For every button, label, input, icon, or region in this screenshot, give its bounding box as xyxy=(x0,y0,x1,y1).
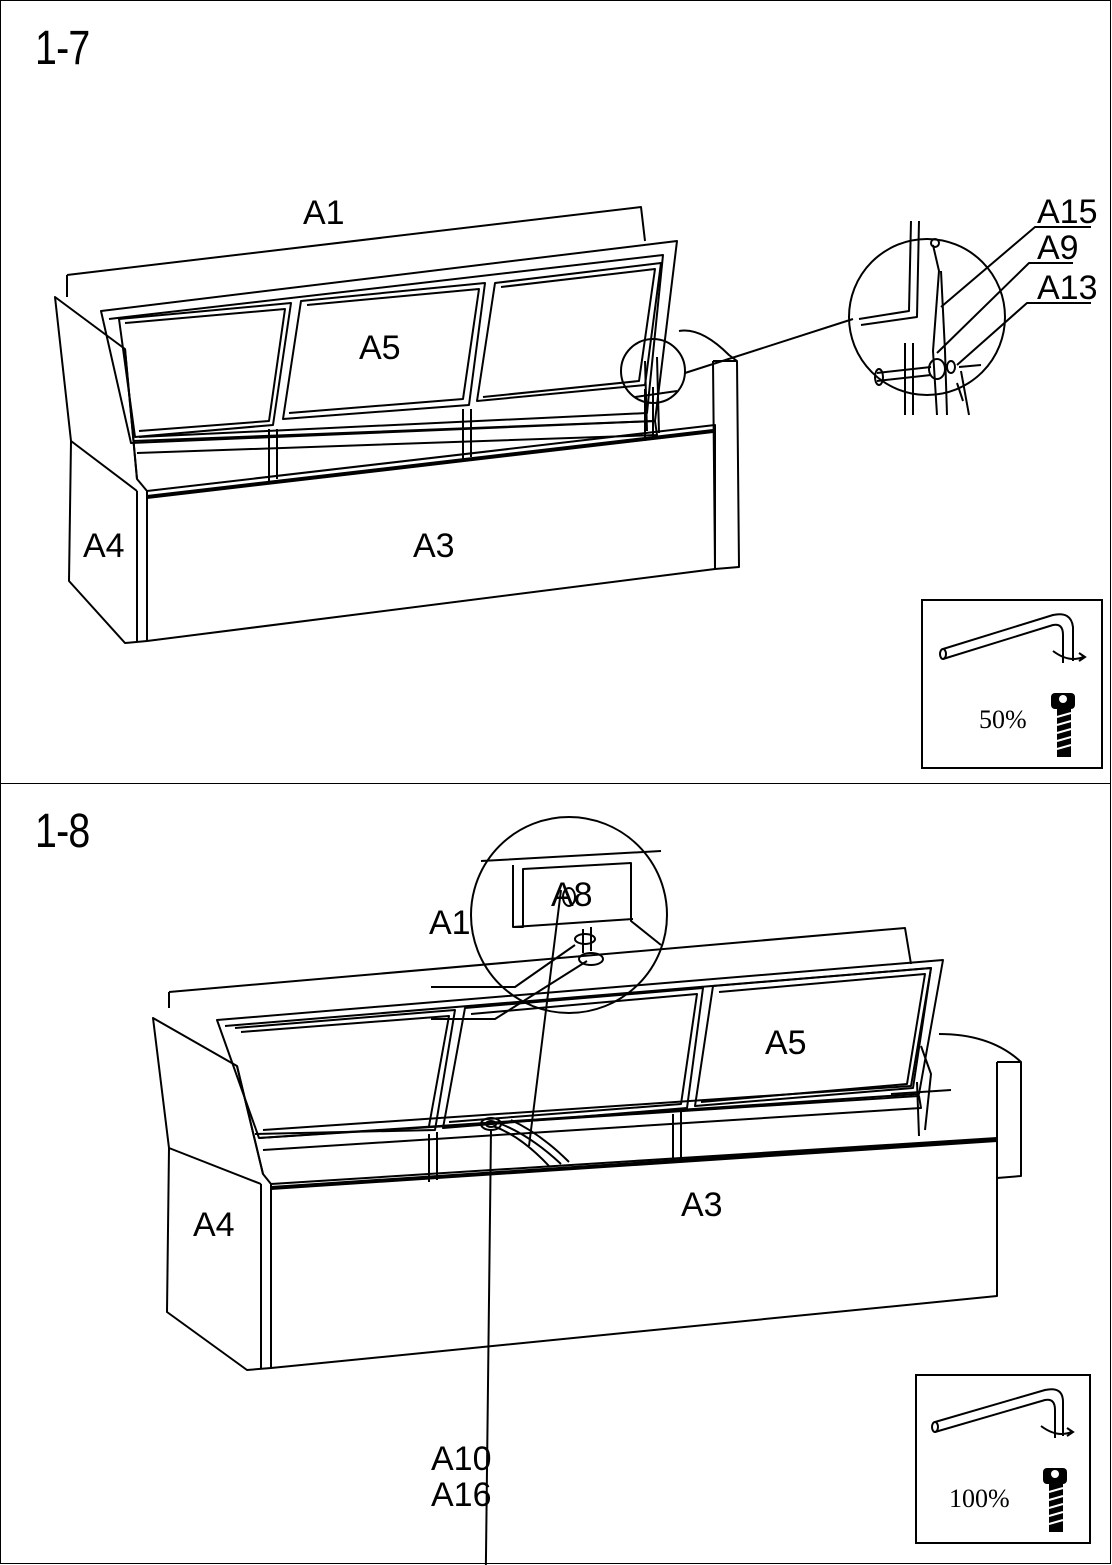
bench-assembly-drawing: A1 A5 A3 A4 A15 A9 A13 xyxy=(54,193,1098,644)
callout-leader-a16 xyxy=(431,960,588,1020)
callout-leader-a8 xyxy=(528,889,562,1147)
label-a5: A5 xyxy=(359,329,401,367)
callout-leader-a15 xyxy=(940,226,1091,308)
bolt-icon xyxy=(1043,1468,1067,1532)
step-panel-1-8: 1-8 xyxy=(0,783,1111,1565)
bolt-icon xyxy=(1051,693,1075,757)
callout-a15: A15 xyxy=(1037,193,1098,231)
callout-leader-a13 xyxy=(956,302,1091,366)
label-a4: A4 xyxy=(193,1206,235,1244)
callout-leader-a9 xyxy=(936,262,1073,354)
label-a3: A3 xyxy=(681,1186,723,1224)
hex-key-icon xyxy=(939,613,1087,757)
callout-a16: A16 xyxy=(431,1476,492,1514)
label-a5: A5 xyxy=(765,1024,807,1062)
step-number: 1-8 xyxy=(35,805,90,858)
callout-a9: A9 xyxy=(1037,229,1079,267)
front-panel xyxy=(270,1137,998,1369)
label-a1: A1 xyxy=(429,904,471,942)
callout-a13: A13 xyxy=(1037,269,1098,307)
callout-leader-a10 xyxy=(431,944,576,988)
back-panel xyxy=(66,206,646,297)
left-arm xyxy=(152,1017,272,1371)
tighten-percent: 50% xyxy=(979,705,1027,734)
step-number: 1-7 xyxy=(35,22,90,75)
tool-instruction-box: 100% xyxy=(915,1374,1091,1544)
bench-assembly-drawing: A1 A8 A5 A3 A4 A10 A16 xyxy=(152,816,1022,1565)
front-panel xyxy=(146,424,716,642)
label-a3: A3 xyxy=(413,527,455,565)
label-a4: A4 xyxy=(83,527,125,565)
hex-key-icon xyxy=(931,1388,1075,1532)
detail-zoom-circle xyxy=(470,816,668,1014)
step-panel-1-7: 1-7 xyxy=(0,0,1111,784)
right-arm xyxy=(678,329,740,570)
callout-a10: A10 xyxy=(431,1440,492,1478)
back-panel xyxy=(168,927,912,1008)
label-a1: A1 xyxy=(303,194,345,232)
label-a8: A8 xyxy=(551,876,593,914)
tool-instruction-box: 50% xyxy=(921,599,1103,769)
tighten-percent: 100% xyxy=(949,1484,1010,1513)
right-arm xyxy=(938,1033,1022,1179)
detail-zoom-circle xyxy=(848,238,1006,396)
left-arm xyxy=(54,296,148,644)
